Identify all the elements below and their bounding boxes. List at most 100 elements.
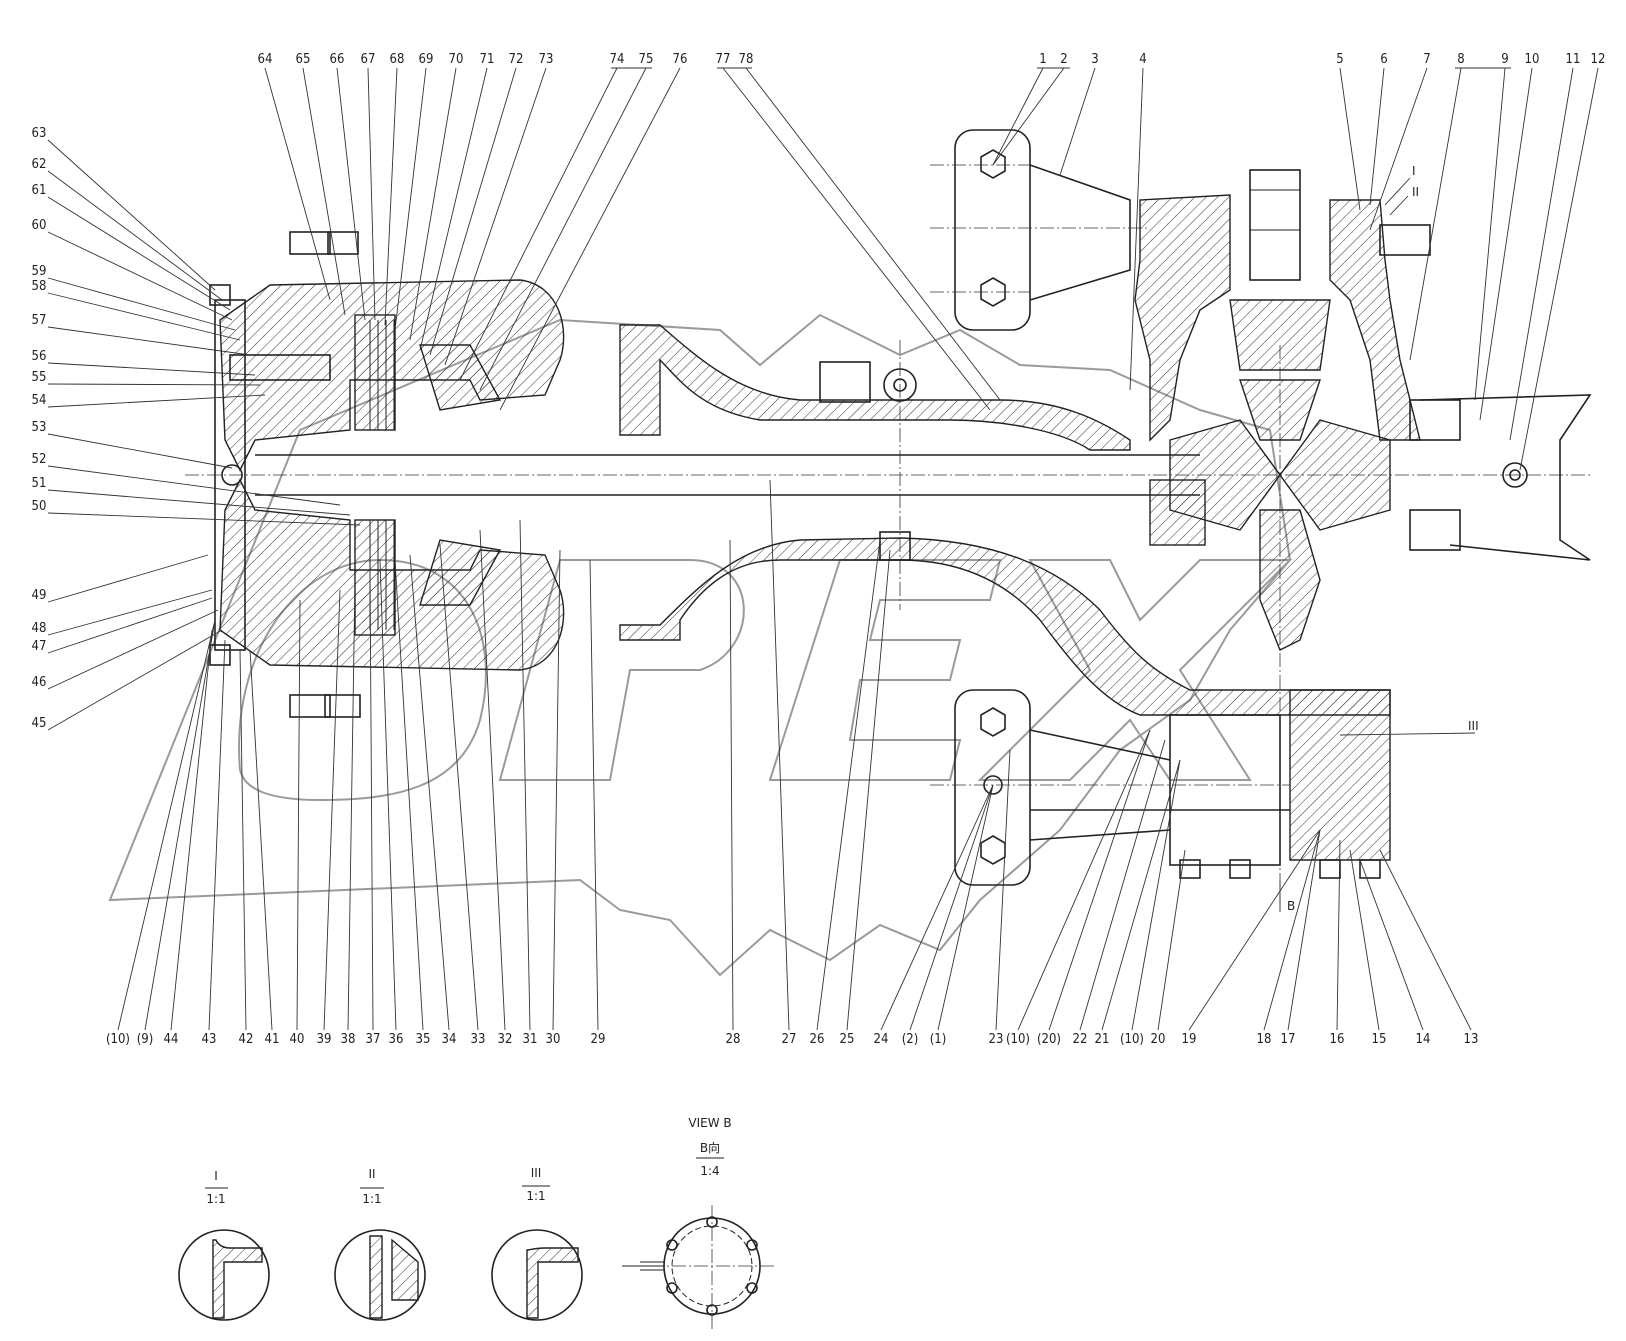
leader-line	[47, 394, 266, 408]
leader-line	[47, 231, 233, 321]
leader-line	[1101, 759, 1181, 1031]
bottom-callout: 24	[874, 1032, 889, 1047]
leader-line	[47, 512, 361, 526]
bottom-callout: 33	[471, 1032, 486, 1047]
leader-line	[1479, 67, 1533, 421]
top-callout: 71	[480, 52, 495, 67]
bottom-callout: 21	[1095, 1032, 1110, 1047]
leader-line	[479, 67, 647, 391]
bottom-callout: 35	[416, 1032, 431, 1047]
leader-line	[117, 619, 216, 1031]
leader-line	[552, 549, 561, 1031]
top-callout: 73	[539, 52, 554, 67]
bottom-callout: (10)	[1006, 1032, 1030, 1047]
left-callout: 57	[32, 313, 47, 328]
bottom-callout: 41	[265, 1032, 280, 1047]
left-callout: 52	[32, 452, 47, 467]
leader-line	[1369, 67, 1385, 206]
detail-view-iii: III 1:1	[491, 1166, 583, 1321]
bottom-callout: 22	[1073, 1032, 1088, 1047]
detail-view-ii: II 1:1	[334, 1167, 426, 1321]
leader-line	[1349, 849, 1380, 1031]
top-callout: 7	[1423, 52, 1430, 67]
leader-line	[992, 67, 1044, 166]
bottom-callout: 40	[290, 1032, 305, 1047]
leader-line	[909, 784, 994, 1031]
bottom-callout: (10)	[1120, 1032, 1144, 1047]
leader-line	[937, 784, 994, 1031]
top-callout: 64	[258, 52, 273, 67]
detail-view-iii-mark: III	[531, 1166, 542, 1180]
leader-line	[499, 67, 681, 411]
leader-line	[995, 749, 1011, 1031]
leader-line	[722, 67, 991, 411]
lower-bracket	[930, 689, 1290, 886]
top-callout: 70	[449, 52, 464, 67]
top-callout: 9	[1501, 52, 1508, 67]
leader-line	[264, 67, 331, 301]
bottom-callout: 29	[591, 1032, 606, 1047]
bottom-callout: (1)	[930, 1032, 947, 1047]
top-callout: 75	[639, 52, 654, 67]
top-callout: 67	[361, 52, 376, 67]
leader-line	[519, 519, 531, 1031]
leader-line	[347, 579, 356, 1031]
leader-line	[47, 465, 341, 506]
leader-line	[769, 479, 790, 1031]
leader-line	[439, 544, 479, 1031]
top-callout: 1	[1039, 52, 1046, 67]
left-callout: 59	[32, 264, 47, 279]
leader-line	[1369, 67, 1428, 231]
bottom-callout: (20)	[1037, 1032, 1061, 1047]
leader-line	[170, 629, 213, 1031]
left-callout: 62	[32, 157, 47, 172]
leader-line	[1048, 729, 1151, 1031]
leader-line	[589, 559, 599, 1031]
leader-line	[394, 559, 424, 1031]
left-callout: 55	[32, 370, 47, 385]
left-callout: 54	[32, 393, 47, 408]
leader-line	[47, 489, 351, 516]
left-hub-assembly	[209, 231, 565, 718]
section-letter-b: B	[1287, 899, 1295, 913]
leader-line	[336, 67, 366, 321]
leader-line	[479, 529, 506, 1031]
differential-assembly	[1134, 169, 1592, 879]
leader-line	[47, 292, 241, 341]
left-callout: 49	[32, 588, 47, 603]
leader-line	[444, 67, 547, 366]
top-callout: 72	[509, 52, 524, 67]
leader-line	[323, 589, 341, 1031]
leader-line	[302, 67, 346, 316]
top-callout: 4	[1139, 52, 1146, 67]
left-callout: 60	[32, 218, 47, 233]
leader-line	[47, 139, 216, 291]
leader-line	[1131, 759, 1181, 1031]
view-b: VIEW B B向 1:4	[622, 1116, 775, 1330]
left-callout: 58	[32, 279, 47, 294]
bottom-callout: 43	[202, 1032, 217, 1047]
detail-view-iii-scale: 1:1	[526, 1189, 545, 1203]
bottom-callout: 38	[341, 1032, 356, 1047]
view-b-scale: 1:4	[700, 1164, 719, 1178]
bottom-callout: 20	[1151, 1032, 1166, 1047]
leader-line	[239, 649, 247, 1031]
leader-line	[1287, 829, 1321, 1031]
left-callout: 61	[32, 183, 47, 198]
left-callout: 47	[32, 639, 47, 654]
top-callout: 68	[390, 52, 405, 67]
top-callout: 2	[1060, 52, 1067, 67]
top-callout: 3	[1091, 52, 1098, 67]
leader-line	[1359, 859, 1424, 1031]
leader-line	[1519, 67, 1599, 471]
bottom-callout: 18	[1257, 1032, 1272, 1047]
view-b-label: VIEW B	[688, 1116, 731, 1130]
bottom-callout: 15	[1372, 1032, 1387, 1047]
top-callout: 65	[296, 52, 311, 67]
upper-bracket	[930, 129, 1150, 331]
detail-view-i-scale: 1:1	[206, 1192, 225, 1206]
leader-line	[409, 67, 457, 341]
detail-view-ii-scale: 1:1	[362, 1192, 381, 1206]
bottom-callout: 17	[1281, 1032, 1296, 1047]
